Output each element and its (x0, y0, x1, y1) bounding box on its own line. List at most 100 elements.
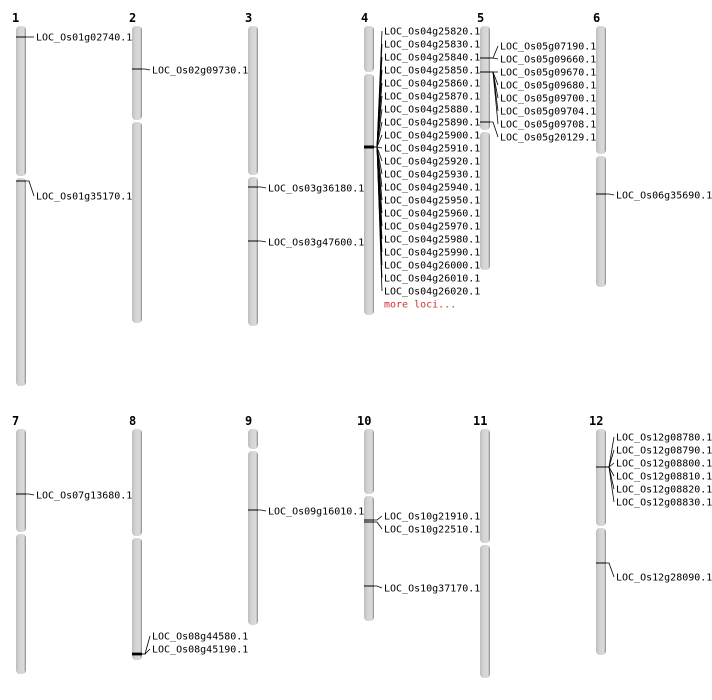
locus-label[interactable]: LOC_Os05g09680.1 (500, 81, 596, 92)
locus-label[interactable]: LOC_Os12g08810.1 (616, 472, 712, 483)
more-loci-link[interactable]: more loci... (384, 300, 456, 311)
locus-connector (142, 648, 151, 655)
locus-label[interactable]: LOC_Os02g09730.1 (152, 66, 248, 77)
chromosome-arm-long (132, 122, 142, 323)
chromosome-arm-long (16, 178, 26, 386)
locus-connector (374, 585, 383, 589)
locus-connector (258, 186, 267, 189)
locus-connector (258, 509, 267, 512)
chromosome-number: 11 (473, 414, 487, 428)
chromosome-number: 12 (589, 414, 603, 428)
locus-connector (490, 71, 499, 125)
locus-label[interactable]: LOC_Os12g08790.1 (616, 446, 712, 457)
locus-label[interactable]: LOC_Os04g25920.1 (384, 157, 480, 168)
locus-connector (490, 121, 499, 138)
locus-label[interactable]: LOC_Os04g26000.1 (384, 261, 480, 272)
locus-connector (490, 45, 499, 59)
locus-label[interactable]: LOC_Os10g22510.1 (384, 525, 480, 536)
locus-label[interactable]: LOC_Os04g25970.1 (384, 222, 480, 233)
locus-label[interactable]: LOC_Os04g25900.1 (384, 131, 480, 142)
locus-label[interactable]: LOC_Os10g37170.1 (384, 584, 480, 595)
locus-label[interactable]: LOC_Os04g25890.1 (384, 118, 480, 129)
locus-label[interactable]: LOC_Os05g09660.1 (500, 55, 596, 66)
locus-connector (374, 515, 383, 521)
chromosome-number: 1 (12, 11, 19, 25)
locus-label[interactable]: LOC_Os04g25950.1 (384, 196, 480, 207)
chromosome-number: 2 (129, 11, 136, 25)
chromosome-arm-long (248, 177, 258, 326)
locus-label[interactable]: LOC_Os04g25990.1 (384, 248, 480, 259)
chromosome-11: 11 (473, 414, 490, 678)
locus-label[interactable]: LOC_Os04g25820.1 (384, 27, 480, 38)
locus-connector (606, 466, 615, 490)
chromosome-number: 3 (245, 11, 252, 25)
locus-label[interactable]: LOC_Os05g09704.1 (500, 107, 596, 118)
locus-label[interactable]: LOC_Os08g45190.1 (152, 645, 248, 656)
locus-label[interactable]: LOC_Os04g26020.1 (384, 287, 480, 298)
locus-label[interactable]: LOC_Os05g09700.1 (500, 94, 596, 105)
locus-label[interactable]: LOC_Os03g36180.1 (268, 184, 364, 195)
locus-label[interactable]: LOC_Os04g25850.1 (384, 66, 480, 77)
chromosome-arm-short (596, 429, 606, 526)
chromosome-arm-long (596, 156, 606, 287)
locus-label[interactable]: LOC_Os04g25860.1 (384, 79, 480, 90)
chromosome-arm-short (16, 26, 26, 176)
locus-connector (490, 57, 499, 60)
locus-label[interactable]: LOC_Os08g44580.1 (152, 632, 248, 643)
locus-label[interactable]: LOC_Os04g25980.1 (384, 235, 480, 246)
locus-label[interactable]: LOC_Os09g16010.1 (268, 507, 364, 518)
locus-label[interactable]: LOC_Os12g08780.1 (616, 433, 712, 444)
locus-label[interactable]: LOC_Os06g35690.1 (616, 191, 712, 202)
chromosome-arm-long (132, 538, 142, 660)
locus-connector (606, 193, 615, 196)
locus-connector (606, 466, 615, 503)
chromosome-arm-long (16, 534, 26, 674)
locus-label[interactable]: LOC_Os04g25830.1 (384, 40, 480, 51)
locus-label[interactable]: LOC_Os05g09708.1 (500, 120, 596, 131)
locus-label[interactable]: LOC_Os10g21910.1 (384, 512, 480, 523)
locus-label[interactable]: LOC_Os04g25930.1 (384, 170, 480, 181)
chromosome-arm-short (132, 26, 142, 120)
locus-label[interactable]: LOC_Os04g25870.1 (384, 92, 480, 103)
chromosome-arm-short (364, 26, 374, 72)
chromosome-arm-long (480, 545, 490, 678)
locus-label[interactable]: LOC_Os05g20129.1 (500, 133, 596, 144)
locus-connector (26, 180, 35, 197)
locus-connector (142, 68, 151, 71)
locus-label[interactable]: LOC_Os04g25960.1 (384, 209, 480, 220)
locus-label[interactable]: LOC_Os01g02740.1 (36, 33, 132, 44)
chromosome-number: 6 (593, 11, 600, 25)
locus-connector (606, 562, 615, 578)
locus-label[interactable]: LOC_Os07g13680.1 (36, 491, 132, 502)
chromosome-12: 12LOC_Os12g08780.1LOC_Os12g08790.1LOC_Os… (589, 414, 712, 655)
locus-label[interactable]: LOC_Os04g26010.1 (384, 274, 480, 285)
chromosome-arm-long (364, 496, 374, 621)
locus-label[interactable]: LOC_Os04g25940.1 (384, 183, 480, 194)
locus-label[interactable]: LOC_Os04g25880.1 (384, 105, 480, 116)
locus-label[interactable]: LOC_Os05g07190.1 (500, 42, 596, 53)
locus-label[interactable]: LOC_Os04g25910.1 (384, 144, 480, 155)
locus-connector (142, 635, 151, 655)
chromosome-arm-short (248, 26, 258, 175)
locus-label[interactable]: LOC_Os04g25840.1 (384, 53, 480, 64)
locus-label[interactable]: LOC_Os01g35170.1 (36, 192, 132, 203)
chromosome-number: 10 (357, 414, 371, 428)
chromosome-arm-long (248, 451, 258, 625)
locus-label[interactable]: LOC_Os12g08800.1 (616, 459, 712, 470)
chromosome-number: 8 (129, 414, 136, 428)
chromosome-number: 4 (361, 11, 368, 25)
locus-label[interactable]: LOC_Os03g47600.1 (268, 238, 364, 249)
locus-label[interactable]: LOC_Os12g08830.1 (616, 498, 712, 509)
chromosome-number: 5 (477, 11, 484, 25)
locus-label[interactable]: LOC_Os05g09670.1 (500, 68, 596, 79)
locus-connector (26, 493, 35, 496)
locus-label[interactable]: LOC_Os12g28090.1 (616, 573, 712, 584)
chromosome-number: 7 (12, 414, 19, 428)
locus-label[interactable]: LOC_Os12g08820.1 (616, 485, 712, 496)
